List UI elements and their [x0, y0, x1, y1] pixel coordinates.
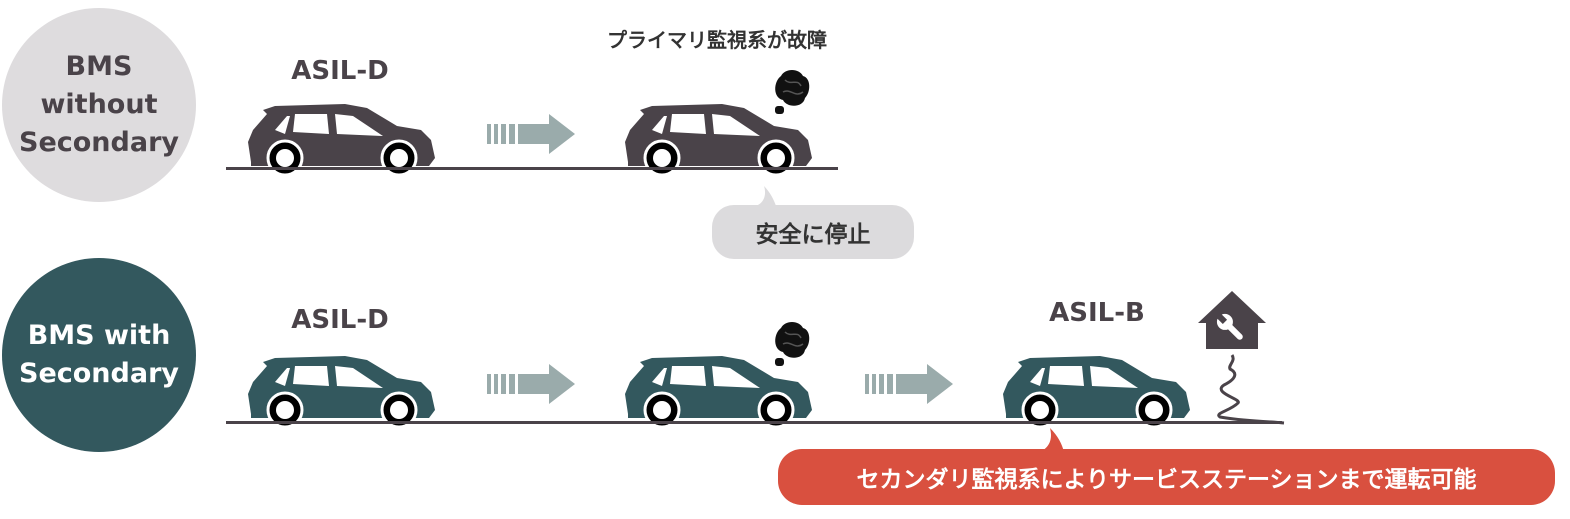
asil-d-label-row1: ASIL-D [291, 56, 389, 86]
asil-b-label: ASIL-B [1049, 298, 1145, 328]
bms-without-secondary-badge: BMS without Secondary [2, 8, 196, 202]
arrow-right-icon [487, 114, 575, 154]
road-line [226, 167, 838, 170]
arrow-right-icon [487, 364, 575, 404]
car-icon [1001, 354, 1192, 429]
bubble-tail [1040, 428, 1064, 452]
bms-with-secondary-badge: BMS with Secondary [2, 258, 196, 452]
road-line [226, 421, 1282, 424]
smoke-icon [774, 69, 811, 115]
car-icon [246, 354, 437, 429]
arrow-right-icon [865, 364, 953, 404]
safe-stop-bubble: 安全に停止 [712, 205, 914, 259]
bubble-tail [756, 186, 776, 206]
service-station-icon [1198, 291, 1266, 349]
car-icon [246, 102, 437, 177]
smoke-icon [774, 321, 811, 367]
wrench-icon [1215, 312, 1243, 340]
failure-caption: プライマリ監視系が故障 [607, 28, 827, 52]
winding-road-icon [1217, 354, 1285, 425]
continue-driving-bubble: セカンダリ監視系によりサービスステーションまで運転可能 [778, 449, 1555, 505]
asil-d-label-row2: ASIL-D [291, 305, 389, 335]
